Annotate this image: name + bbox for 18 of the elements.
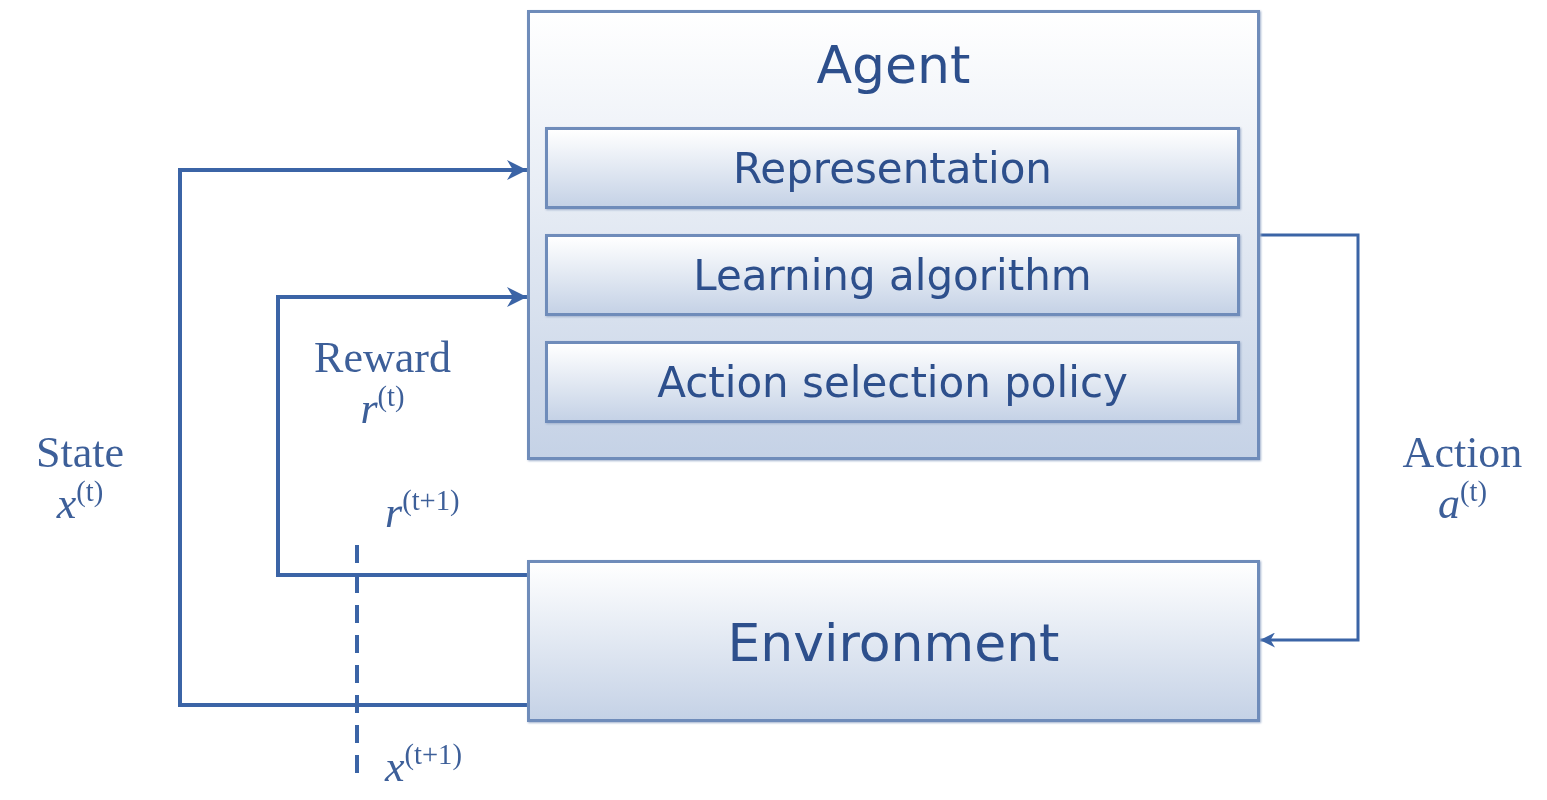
component-box [527, 10, 1260, 460]
box-title: Representation [732, 144, 1053, 193]
module-box [545, 127, 1240, 209]
box-title: Agent [815, 35, 972, 95]
arrow [276, 287, 527, 577]
module-box [545, 234, 1240, 316]
box-title: Environment [726, 613, 1061, 673]
module-box [545, 341, 1240, 423]
arrow [178, 160, 527, 707]
box-title: Learning algorithm [692, 251, 1093, 300]
arrow [1260, 233, 1360, 648]
time-step-label: r$^{(t+1)}$ [385, 488, 460, 539]
edge-label: State x$^{(t)}$ [35, 428, 125, 530]
box-title: Action selection policy [656, 358, 1129, 407]
component-box [527, 560, 1260, 722]
time-step-label: x$^{(t+1)}$ [385, 742, 462, 793]
edge-label: Action a$^{(t)}$ [1401, 428, 1524, 530]
edge-label: Reward r$^{(t)}$ [313, 333, 452, 435]
